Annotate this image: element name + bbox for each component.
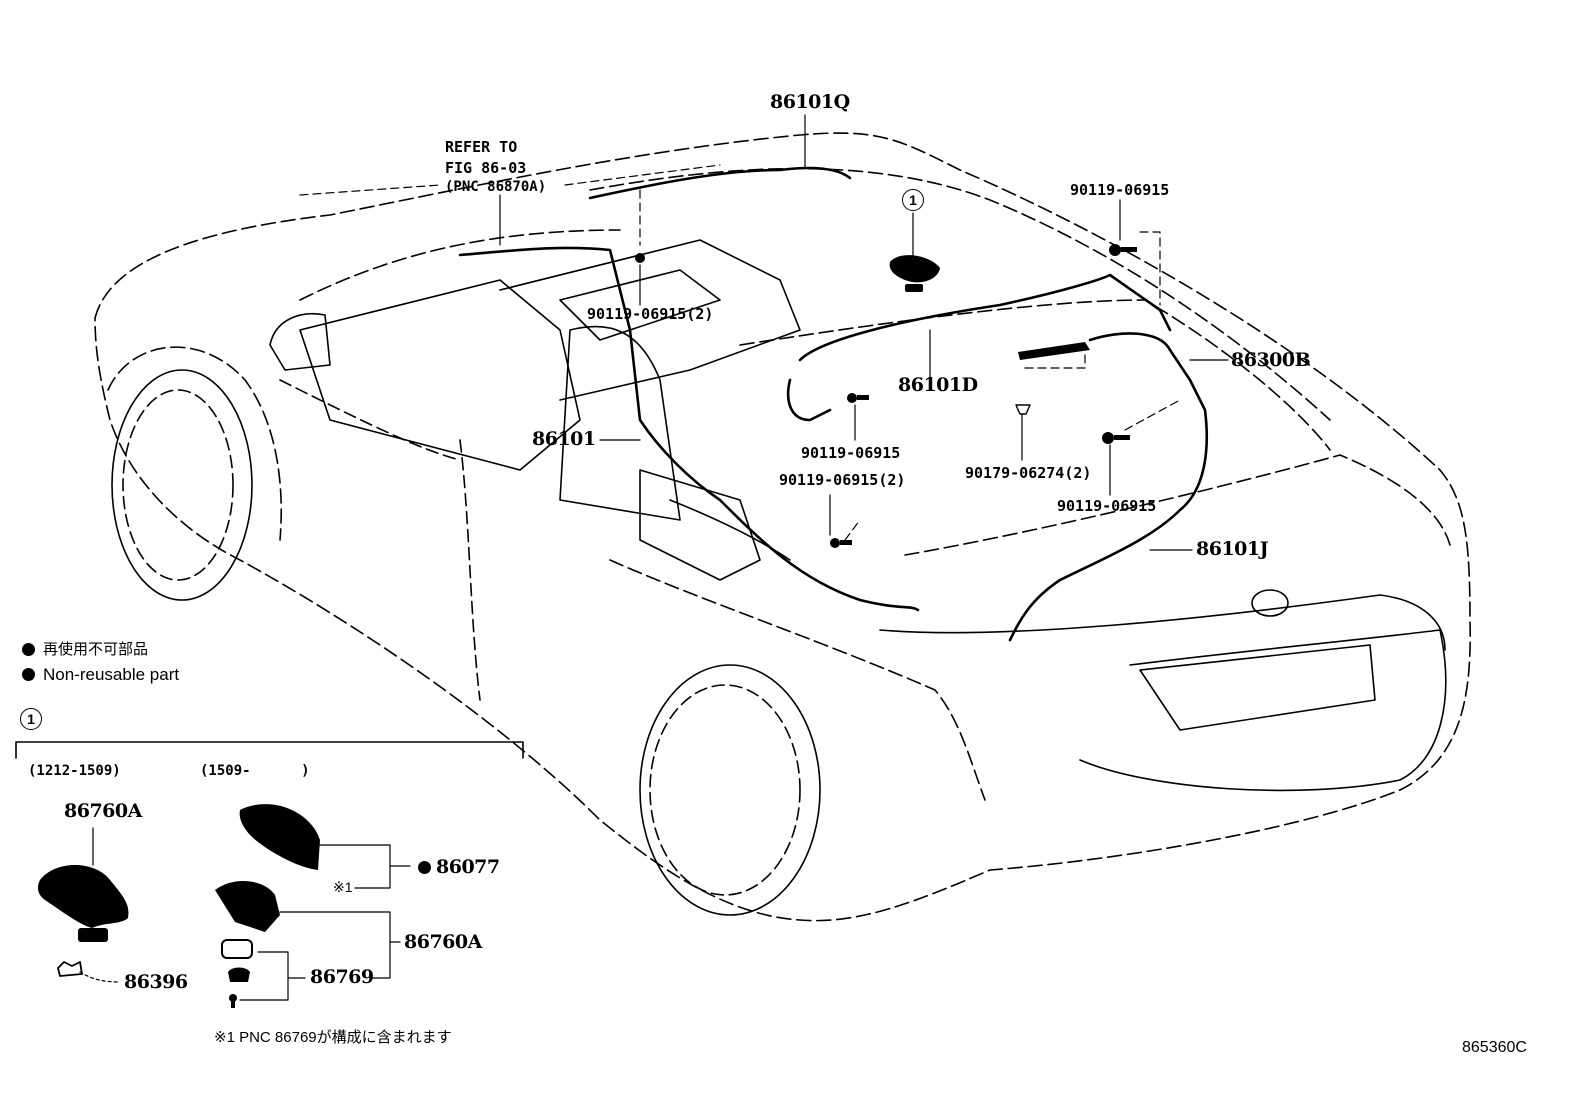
- antenna-86760A-old-base: [78, 928, 108, 942]
- rear-door-line: [609, 559, 986, 801]
- label-86101Q: 86101Q: [770, 91, 850, 113]
- harness-86300B: [1088, 332, 1192, 382]
- guide-clip: [1024, 344, 1086, 369]
- bolt-right: [1109, 244, 1121, 256]
- rear-wheel-inner: [649, 684, 801, 896]
- label-bolt-dash: 90119-06915(2): [587, 305, 714, 323]
- roof-rail: [589, 167, 1331, 421]
- harness-86101: [458, 246, 920, 612]
- label-clip: 90179-06274(2): [965, 464, 1092, 482]
- bullet-icon: [22, 643, 35, 656]
- antenna-86760A-old: [37, 865, 129, 928]
- detail-callout: 1: [20, 708, 42, 730]
- antenna-86077-cover: [239, 804, 320, 870]
- range-label-b: (1509- ): [200, 763, 310, 779]
- label-86769: 86769: [310, 966, 374, 988]
- seat-base: [639, 469, 761, 581]
- refer-line-2: FIG 86-03: [445, 159, 527, 177]
- legend-jp: 再使用不可部品: [22, 642, 148, 657]
- bracket-86769: [239, 951, 306, 1001]
- refer-line-3: (PNC 86870A): [445, 179, 547, 195]
- front-wheel-inner: [122, 389, 234, 581]
- label-bolt-top-right: 90119-06915: [1070, 181, 1170, 199]
- rear-emblem: [1251, 589, 1289, 617]
- range-label-a: (1212-1509): [28, 763, 121, 779]
- note-mark: ※1: [333, 879, 353, 895]
- legend-en-text: Non-reusable part: [43, 665, 180, 684]
- label-bolt-trunk: 90119-06915: [1057, 497, 1157, 515]
- legend-jp-text: 再使用不可部品: [43, 641, 149, 658]
- detail-bracket-line: [15, 741, 524, 759]
- rear-bumper: [1079, 629, 1447, 792]
- rear-window-edge: [739, 299, 1331, 451]
- harness-dash-branch: [786, 378, 832, 422]
- harness-86101J: [1008, 378, 1208, 642]
- bullet-icon: [22, 668, 35, 681]
- guide-bolt-right: [1139, 231, 1161, 306]
- label-86760A-right: 86760A: [404, 931, 482, 953]
- front-wheel-arch: [107, 346, 283, 541]
- refer-line-1: REFER TO: [445, 138, 518, 156]
- antenna-wire-part: [1018, 342, 1090, 360]
- antenna-86760A-new: [215, 880, 280, 932]
- interior-frame: [299, 279, 581, 471]
- rear-wheel-outer: [639, 664, 821, 916]
- bracket-86760A: [279, 911, 401, 979]
- bracket-86077: [319, 844, 411, 889]
- center-console: [669, 499, 791, 561]
- dashboard: [499, 239, 801, 401]
- footnote: ※1 PNC 86769が構成に含まれます: [214, 1029, 452, 1046]
- side-mirror: [269, 313, 331, 371]
- antenna-base: [905, 284, 923, 292]
- label-86396: 86396: [124, 971, 188, 993]
- antenna-86769-part: [228, 967, 250, 982]
- bullet-icon: [418, 861, 431, 874]
- front-wheel-outer: [111, 369, 253, 601]
- label-86101: 86101: [532, 428, 596, 450]
- b-pillar: [459, 439, 481, 701]
- trunk-lid: [879, 594, 1446, 651]
- label-86077-text: 86077: [436, 856, 500, 878]
- label-86101J: 86101J: [1196, 538, 1269, 560]
- harness-86101Q: [588, 166, 852, 200]
- seat-back: [559, 325, 681, 521]
- label-bolt-center: 90119-06915: [801, 444, 901, 462]
- harness-86101D: [798, 273, 1172, 362]
- bolt-dash: [635, 253, 645, 263]
- bolt-center: [847, 393, 857, 403]
- bolt-lower: [830, 538, 840, 548]
- label-86077: 86077: [418, 858, 500, 877]
- label-86101D: 86101D: [898, 374, 978, 396]
- legend-en: Non-reusable part: [22, 666, 179, 683]
- guide-bolt-trunk: [1124, 399, 1181, 431]
- guide-bolt-lower: [844, 519, 861, 541]
- windshield-edge: [299, 229, 621, 301]
- leader-86396: [79, 971, 121, 983]
- antenna-callout: 1: [902, 189, 924, 211]
- antenna-86396-clip: [57, 961, 83, 977]
- clip-fastener: [1015, 404, 1031, 415]
- rear-deck: [904, 454, 1451, 556]
- bolt-trunk: [1102, 432, 1114, 444]
- license-plate-area: [1139, 644, 1376, 731]
- label-86300B: 86300B: [1231, 349, 1311, 371]
- figure-id: 865360C: [1462, 1039, 1527, 1056]
- label-bolt-lower: 90119-06915(2): [779, 471, 906, 489]
- antenna-86769-gasket: [221, 939, 253, 959]
- label-86760A-left: 86760A: [64, 800, 142, 822]
- guide-86870A: [299, 164, 721, 196]
- front-door: [279, 379, 461, 461]
- car-body-outline: [94, 132, 1472, 922]
- antenna-body: [889, 255, 940, 283]
